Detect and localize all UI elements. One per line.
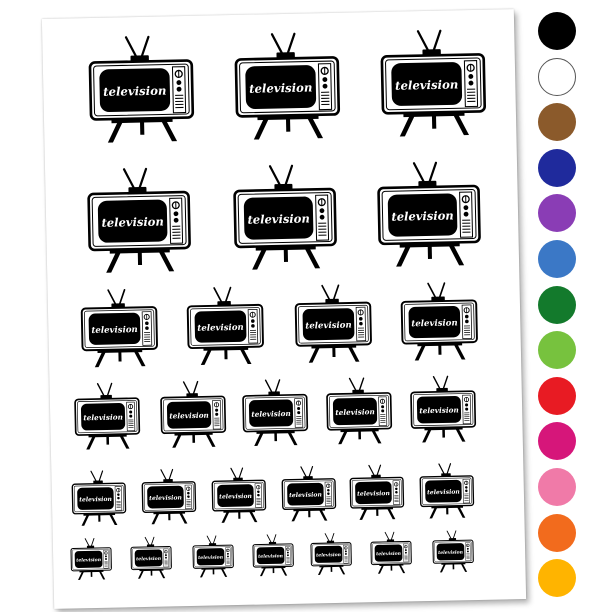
television-sticker: television [80,288,158,368]
television-sticker: television [233,164,337,270]
sticker-label: television [305,321,352,332]
swatch-brown[interactable] [538,103,576,142]
swatch-black[interactable] [538,12,576,50]
sticker-label: television [335,407,375,417]
sticker-label: television [419,405,459,415]
television-sticker: television [71,470,127,526]
sticker-label: television [316,552,342,559]
sticker-label: television [136,556,162,563]
television-sticker: television [130,536,172,579]
television-sticker: television [252,534,294,577]
television-sticker: television [141,468,197,525]
swatch-purple[interactable] [538,194,576,233]
sticker-label: television [219,493,252,501]
sticker-label: television [249,80,313,95]
sticker-label: television [376,551,402,558]
television-sticker: television [211,467,267,523]
swatch-lime-green[interactable] [538,331,576,370]
television-sticker: television [87,167,191,273]
television-sticker: television [242,379,309,447]
television-sticker: television [310,532,352,575]
swatch-white[interactable] [538,57,576,96]
television-sticker: television [380,29,487,137]
swatch-light-blue[interactable] [538,240,576,278]
swatch-red[interactable] [538,376,576,415]
television-sticker: television [377,161,481,267]
swatch-navy-blue[interactable] [538,148,576,187]
television-sticker: television [419,463,475,519]
sticker-label: television [169,411,209,421]
sticker-label: television [289,491,322,499]
swatch-magenta[interactable] [538,422,576,461]
sticker-label: television [411,318,458,329]
television-sticker: television [410,375,477,443]
sticker-label: television [197,323,244,334]
sticker-label: television [427,489,460,497]
television-sticker: television [234,32,341,140]
television-sticker: television [186,286,264,366]
television-sticker: television [192,535,234,578]
color-swatch-list [538,12,578,602]
sticker-label: television [103,84,167,99]
sticker-label: television [438,549,464,556]
television-sticker: television [326,377,393,445]
sticker-label: television [258,553,284,560]
sticker-label: television [198,555,224,562]
swatch-yellow[interactable] [538,559,576,598]
television-sticker: television [370,531,412,574]
television-sticker: television [400,282,478,361]
television-sticker: television [74,382,141,450]
television-sticker: television [432,530,474,573]
sticker-label: television [357,490,390,498]
television-sticker: television [160,380,227,448]
television-sticker: television [294,284,372,363]
swatch-dark-green[interactable] [538,285,576,324]
sticker-label: television [247,211,310,226]
sticker-label: television [251,409,291,419]
television-sticker: television [281,466,337,522]
television-sticker: television [88,35,195,143]
television-sticker: television [70,537,112,580]
sticker-label: television [79,496,112,504]
sticker-label: television [91,325,138,336]
sticker-label: television [395,77,459,92]
television-sticker: television [349,464,405,520]
sticker-label: television [83,412,123,422]
sticker-sheet: television television [41,9,527,609]
sticker-label: television [391,208,454,223]
sticker-label: television [76,557,102,564]
swatch-pink[interactable] [538,468,576,506]
sticker-label: television [149,494,182,502]
swatch-orange[interactable] [538,513,576,552]
sticker-label: television [101,215,164,230]
